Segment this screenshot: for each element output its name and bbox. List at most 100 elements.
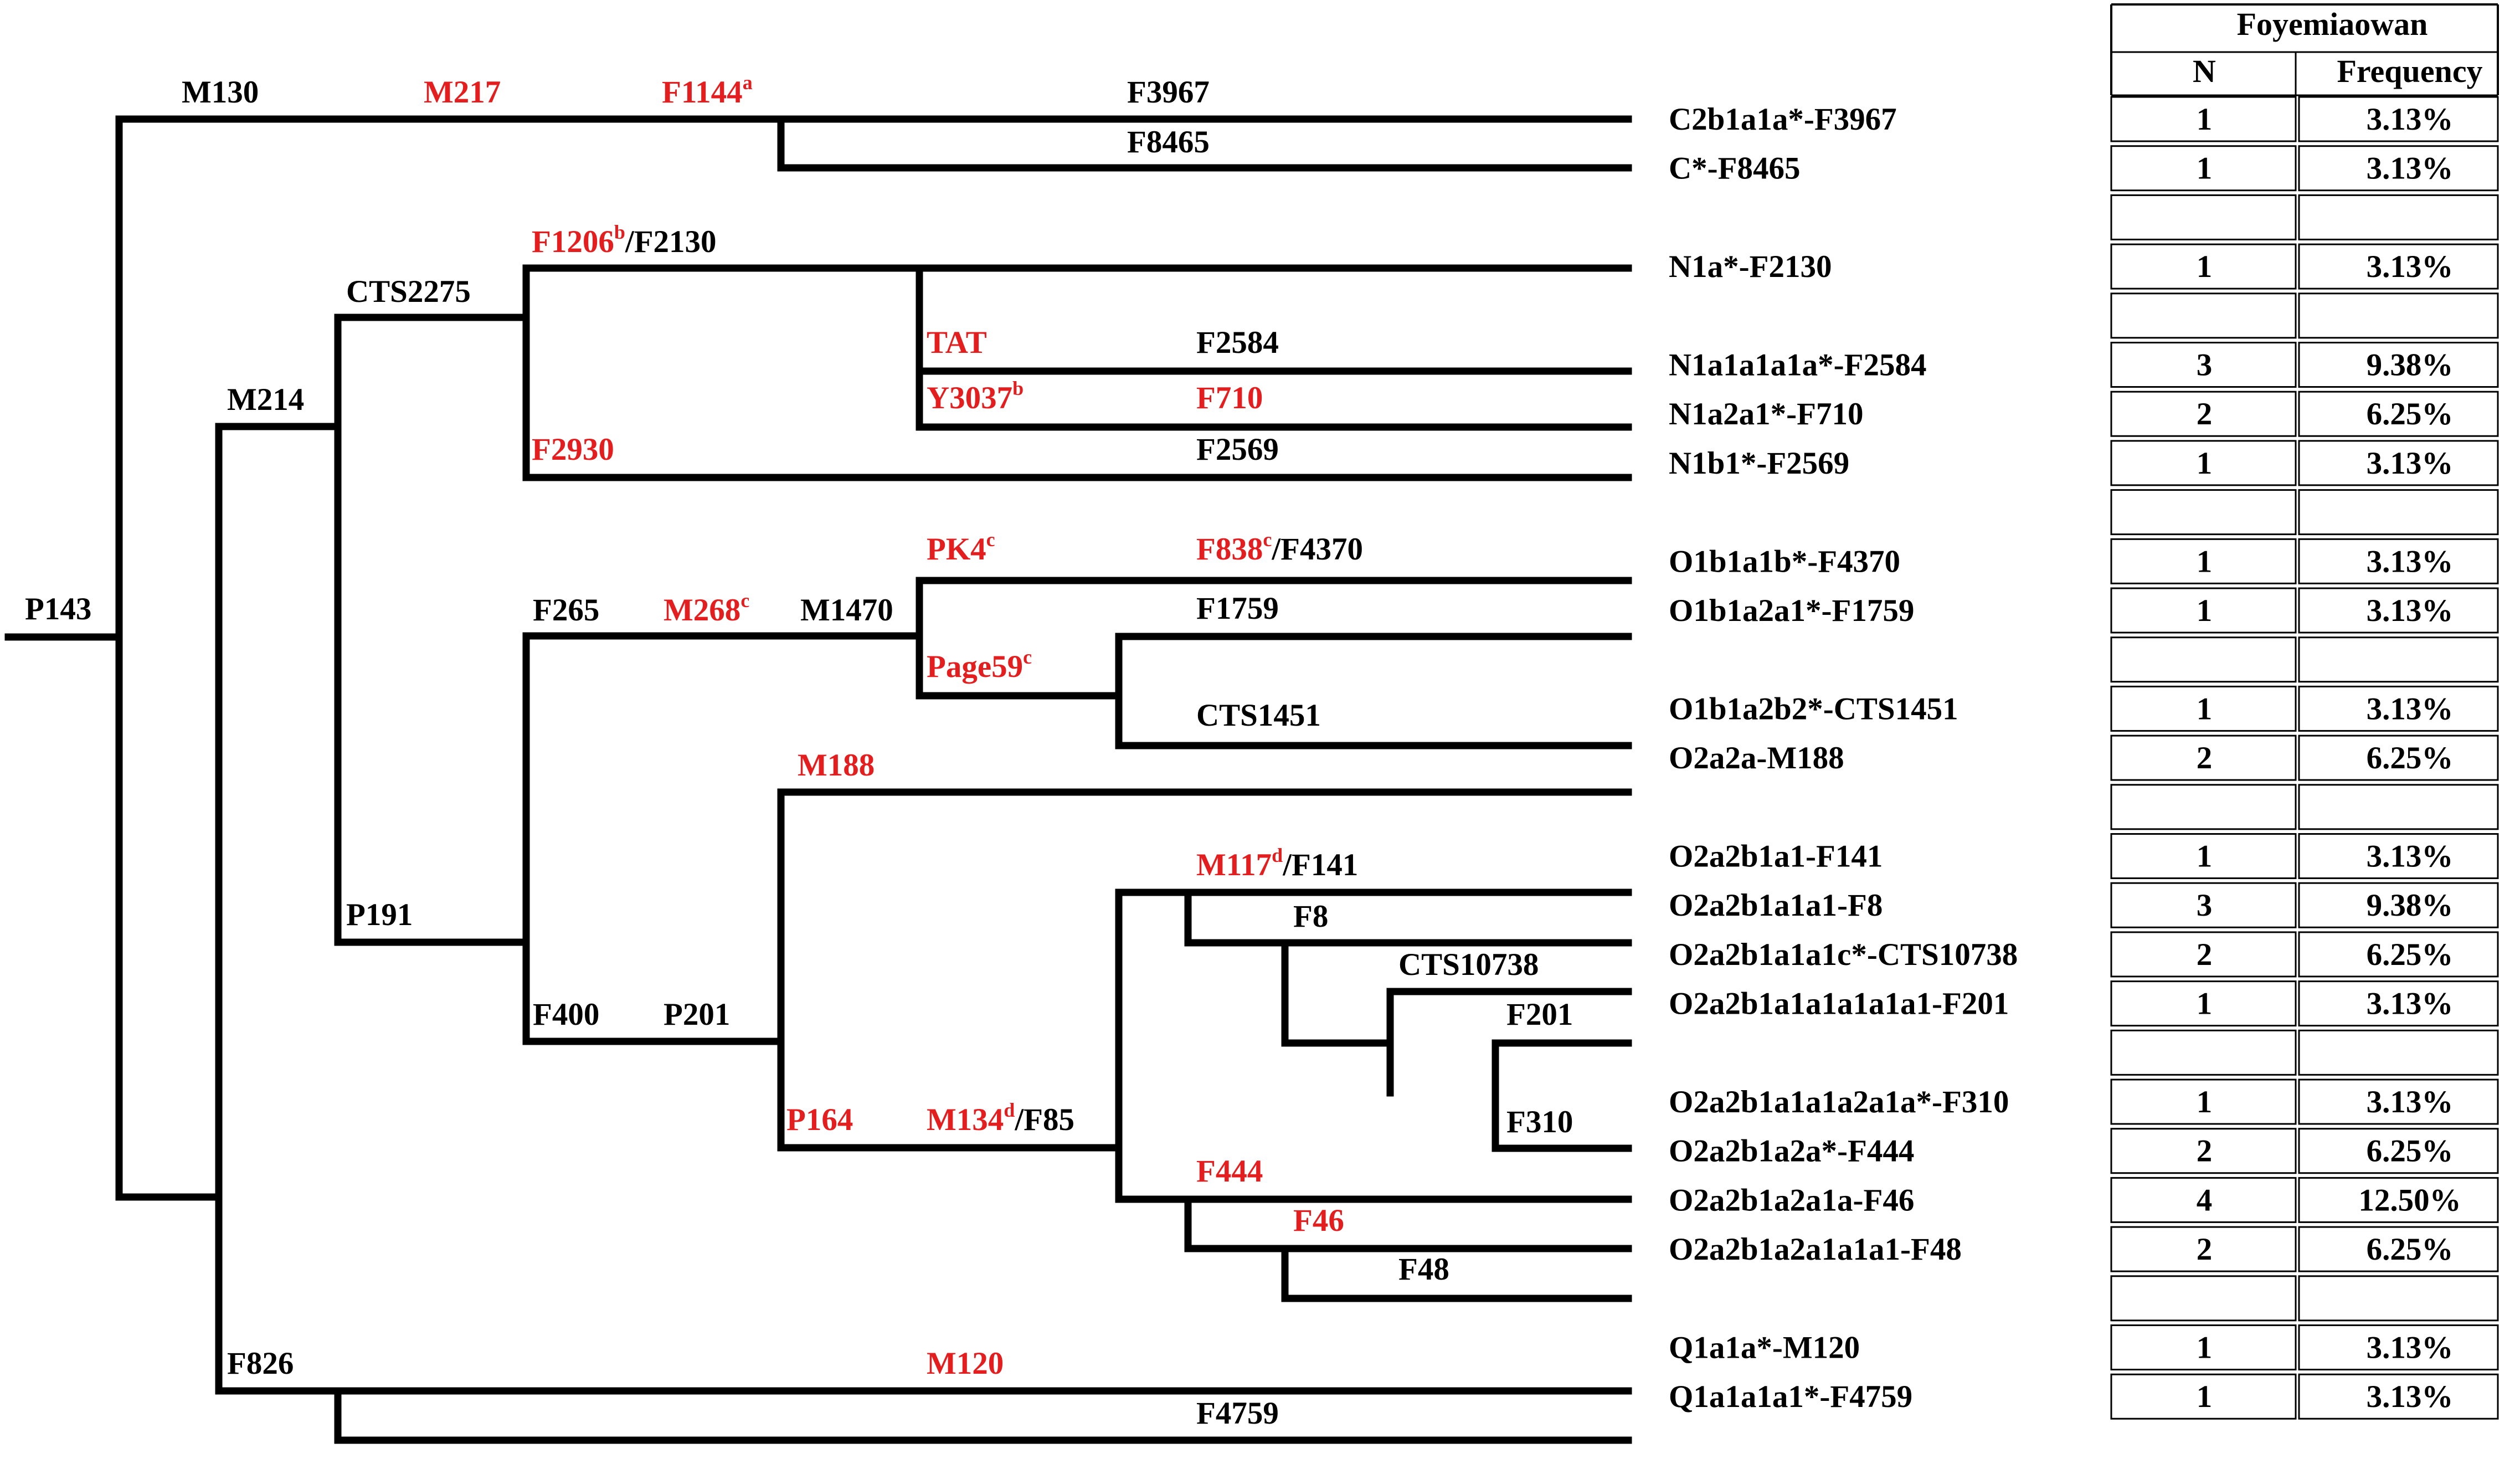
marker-y3037: Y3037b	[927, 377, 1024, 415]
marker-f838-name: F838	[1196, 532, 1263, 567]
table-cell-n-box	[2110, 1373, 2297, 1420]
marker-f400: F400	[533, 997, 599, 1032]
table-cell-frequency-box	[2298, 1226, 2499, 1272]
table-cell-frequency-box	[2298, 292, 2499, 339]
marker-p201-name: P201	[664, 997, 730, 1032]
marker-page59-superscript: c	[1023, 646, 1032, 668]
marker-m188-name: M188	[798, 748, 875, 783]
table-cell-frequency: 3.13%	[2367, 102, 2454, 137]
table-cell-n-box	[2110, 1078, 2297, 1125]
table-cell-frequency: 6.25%	[2367, 1134, 2454, 1169]
marker-f1144-superscript: a	[743, 71, 753, 94]
table-cell-n: 1	[2197, 102, 2213, 137]
marker-m117-superscript: d	[1272, 844, 1283, 866]
table-cell-frequency: 3.13%	[2367, 446, 2454, 481]
marker-f838-suffix: /F4370	[1271, 532, 1363, 567]
marker-f201: F201	[1506, 997, 1573, 1032]
marker-m268-superscript: c	[740, 589, 749, 612]
marker-m188: M188	[798, 748, 875, 783]
marker-p191: P191	[346, 897, 413, 932]
table-cell-n-box	[2110, 342, 2297, 388]
marker-y3037-superscript: b	[1012, 377, 1024, 399]
haplogroup-labels: C2b1a1a*-F3967C*-F8465N1a*-F2130N1a1a1a1…	[1669, 102, 2018, 1414]
table-cell-n-box	[2110, 1324, 2297, 1370]
haplogroup-label: O2a2b1a2a1a1a1-F48	[1669, 1232, 1962, 1267]
table-cell-n-box	[2110, 685, 2297, 732]
table-cell-n: 1	[2197, 446, 2213, 481]
marker-cts2275: CTS2275	[346, 274, 471, 309]
marker-f1144-name: F1144	[662, 75, 743, 110]
haplogroup-label: N1a2a1*-F710	[1669, 397, 1863, 432]
table-cell-n: 1	[2197, 151, 2213, 186]
table-cell-frequency-box	[2298, 538, 2499, 584]
marker-m130-name: M130	[182, 75, 259, 110]
marker-f48-name: F48	[1398, 1252, 1449, 1287]
table-cell-n-box	[2110, 833, 2297, 879]
marker-tat-name: TAT	[927, 325, 987, 360]
marker-f1144: F1144a	[662, 71, 753, 110]
marker-f1206: F1206b/F2130	[532, 221, 717, 259]
marker-f1206-suffix: /F2130	[625, 224, 717, 259]
table-cell-n-box	[2110, 96, 2297, 142]
haplogroup-label: C*-F8465	[1669, 151, 1800, 186]
table-cell-frequency-box	[2298, 1078, 2499, 1125]
table-cell-n-box	[2110, 1128, 2297, 1174]
marker-p201: P201	[664, 997, 730, 1032]
table-cell-frequency: 3.13%	[2367, 151, 2454, 186]
table-cell-n: 1	[2197, 249, 2213, 284]
marker-m268-name: M268	[664, 593, 740, 628]
table-cell-n-box	[2110, 292, 2297, 339]
table-cell-n: 1	[2197, 839, 2213, 874]
table-group-header: Foyemiaowan	[2237, 6, 2428, 42]
table-cell-frequency: 3.13%	[2367, 839, 2454, 874]
table-cell-n: 1	[2197, 1331, 2213, 1365]
table-cell-n: 1	[2197, 987, 2213, 1021]
table-cell-frequency-box	[2298, 145, 2499, 192]
haplogroup-label: O1b1a2a1*-F1759	[1669, 593, 1914, 628]
marker-p164-name: P164	[786, 1102, 853, 1137]
table-cell-n-box	[2110, 489, 2297, 536]
marker-cts10738-name: CTS10738	[1398, 947, 1539, 982]
table-cell-frequency-box	[2298, 342, 2499, 388]
marker-f310: F310	[1506, 1105, 1573, 1139]
table-cell-frequency-box	[2298, 1275, 2499, 1322]
table-cell-n-box	[2110, 882, 2297, 928]
table-cell-frequency-box	[2298, 391, 2499, 437]
table-cell-frequency: 6.25%	[2367, 937, 2454, 972]
table-cell-frequency: 3.13%	[2367, 544, 2454, 579]
table-cell-n-box	[2110, 636, 2297, 683]
marker-f8465: F8465	[1127, 125, 1210, 160]
table-cell-frequency-box	[2298, 1373, 2499, 1420]
marker-f2930-name: F2930	[532, 432, 614, 467]
table-cell-frequency-box	[2298, 440, 2499, 486]
table-cell-n: 2	[2197, 1232, 2213, 1267]
marker-f3967: F3967	[1127, 75, 1210, 110]
table-cell-n: 2	[2197, 397, 2213, 432]
haplogroup-label: O2a2a-M188	[1669, 741, 1844, 775]
marker-f1759-name: F1759	[1196, 591, 1279, 626]
marker-m217-name: M217	[424, 75, 501, 110]
tree-branches	[4, 115, 1632, 1444]
marker-p164: P164	[786, 1102, 853, 1137]
haplogroup-label: C2b1a1a*-F3967	[1669, 102, 1897, 137]
marker-cts10738: CTS10738	[1398, 947, 1539, 982]
table-cell-n-box	[2110, 243, 2297, 290]
table-cell-frequency-box	[2298, 243, 2499, 290]
marker-f2584-name: F2584	[1196, 325, 1279, 360]
marker-page59: Page59c	[927, 646, 1032, 684]
marker-m117-name: M117	[1196, 848, 1272, 882]
marker-page59-name: Page59	[927, 649, 1023, 684]
table-cell-n-box	[2110, 587, 2297, 634]
table-cell-frequency-box	[2298, 1177, 2499, 1223]
marker-f4759: F4759	[1196, 1396, 1279, 1431]
table-cell-frequency: 3.13%	[2367, 593, 2454, 628]
haplogroup-label: O1b1a2b2*-CTS1451	[1669, 691, 1958, 726]
marker-f46-name: F46	[1293, 1203, 1344, 1238]
table-cell-frequency: 3.13%	[2367, 1085, 2454, 1119]
table-header-n: N	[2193, 53, 2216, 89]
marker-f2569-name: F2569	[1196, 432, 1279, 467]
marker-m214: M214	[227, 382, 304, 417]
table-cell-frequency: 12.50%	[2358, 1183, 2461, 1218]
marker-f444: F444	[1196, 1154, 1263, 1189]
